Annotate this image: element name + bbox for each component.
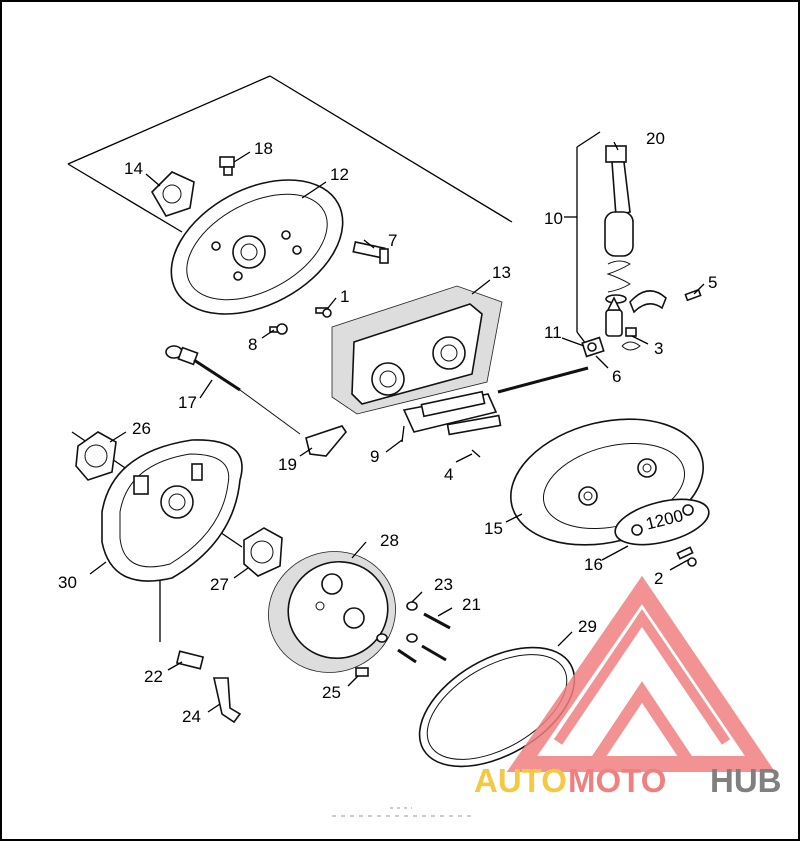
callout-30: 30 [58, 573, 77, 592]
screw-part-2 [676, 546, 697, 567]
backplate-part-30 [101, 439, 243, 582]
badge-part-16: 1200 [614, 498, 710, 546]
plate-part-4 [446, 414, 502, 458]
callout-7: 7 [388, 231, 397, 250]
screw-part-8 [269, 323, 288, 335]
callout-4: 4 [444, 465, 453, 484]
callout-2: 2 [654, 569, 663, 588]
callout-10: 10 [544, 209, 563, 228]
callout-14: 14 [124, 159, 143, 178]
callout-11: 11 [544, 323, 562, 342]
sensor-part-20 [604, 145, 634, 337]
callout-21: 21 [462, 595, 481, 614]
callout-24: 24 [182, 707, 201, 726]
callout-12: 12 [330, 165, 349, 184]
callout-3: 3 [654, 339, 663, 358]
screw-part-3 [621, 327, 641, 351]
cable-part-17 [165, 345, 301, 435]
callout-13: 13 [492, 263, 511, 282]
callout-16: 16 [584, 555, 603, 574]
callout-9: 9 [370, 447, 379, 466]
gasket-part-14 [150, 171, 195, 217]
callout-27: 27 [210, 575, 229, 594]
callout-15: 15 [484, 519, 503, 538]
bracket-part-9 [401, 390, 498, 443]
fitting-part-18 [219, 156, 235, 176]
rod-part [497, 366, 589, 394]
group-bracket-top [67, 75, 513, 233]
gasket-part-27 [243, 527, 283, 577]
clamp-part-11 [581, 336, 605, 358]
watermark-word-auto: AUTO [474, 762, 567, 799]
callout-1: 1 [340, 287, 349, 306]
leader-lines [89, 141, 705, 713]
watermark-word-hub: HUB [710, 762, 782, 799]
breather-part-22 [175, 650, 205, 670]
watermark-word-moto: MOTO [568, 762, 666, 799]
callout-17: 17 [178, 393, 197, 412]
strap-part-5 [629, 288, 702, 314]
bolt-part-21 [397, 612, 451, 664]
callout-25: 25 [322, 683, 341, 702]
bolt-part-7 [352, 241, 389, 264]
watermark-wordmark: AUTO MOTO HUB [474, 762, 782, 799]
gasket-part-26 [75, 431, 117, 481]
callout-6: 6 [612, 367, 621, 386]
screw-part-1 [315, 307, 332, 318]
callout-23: 23 [434, 575, 453, 594]
callout-5: 5 [708, 273, 717, 292]
watermark-logo [506, 575, 776, 772]
backplate-part-12 [170, 179, 344, 315]
clip-part-19 [305, 425, 347, 457]
callout-18: 18 [254, 139, 273, 158]
callout-22: 22 [144, 667, 163, 686]
filter-part-28 [268, 551, 396, 673]
callout-28: 28 [380, 531, 399, 550]
callout-29: 29 [578, 617, 597, 636]
callout-19: 19 [278, 455, 297, 474]
elbow-part-24 [213, 677, 242, 724]
callout-labels: 1 2 3 4 5 6 7 8 9 10 11 12 13 14 15 16 1… [58, 129, 717, 726]
callout-26: 26 [132, 419, 151, 438]
footer-faint-marks [332, 807, 472, 817]
filter-part-13 [331, 285, 503, 415]
cover-part-15 [510, 418, 704, 546]
group-bracket-10 [564, 131, 601, 353]
callout-20: 20 [646, 129, 665, 148]
callout-8: 8 [248, 335, 257, 354]
screw-part-25 [355, 667, 369, 677]
